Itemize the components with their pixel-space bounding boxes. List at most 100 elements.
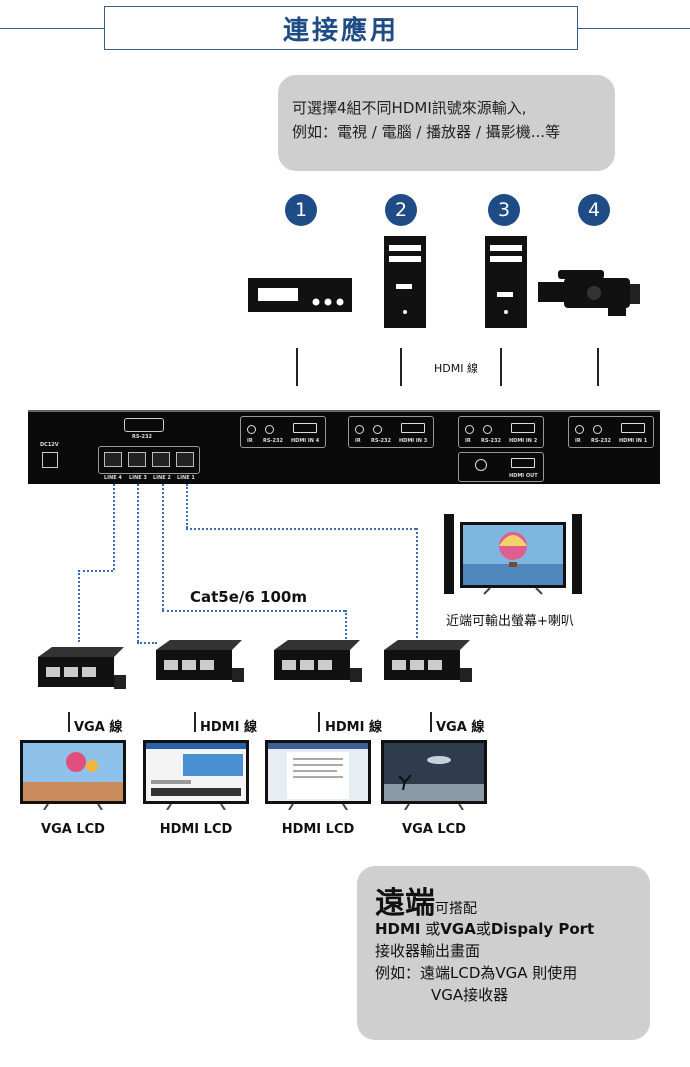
- line-label-1: LINE 1: [177, 475, 195, 481]
- input-group-4: IR RS-232 HDMI IN 4: [240, 416, 326, 448]
- bottom-note-or-1: 或: [420, 920, 441, 938]
- lcd-display-landscape-icon: [381, 740, 487, 810]
- rs232-jack: [483, 425, 492, 434]
- hdmi-cable-rx-3: [318, 712, 320, 732]
- display-label-4: VGA LCD: [402, 822, 466, 837]
- display-label-2: HDMI LCD: [159, 822, 233, 837]
- title-divider-left: [0, 28, 104, 29]
- bottom-note-line-4: 例如：遠端LCD為VGA 則使用: [375, 964, 578, 982]
- audio-out-port: [475, 459, 487, 471]
- cat-cable-line4-v1: [113, 484, 115, 570]
- dc-power-label: DC12V: [40, 442, 59, 448]
- hdmi-in-label: HDMI IN 3: [399, 438, 428, 444]
- rj45-port-line-4: [104, 452, 122, 467]
- cat-cable-line2-h: [162, 610, 345, 612]
- rs232-port: [124, 418, 164, 432]
- local-output-label: 近端可輸出螢幕+喇叭: [446, 614, 574, 629]
- dc-power-port: [42, 452, 58, 468]
- hdmi-in-label: HDMI IN 2: [509, 438, 538, 444]
- rj45-port-line-3: [128, 452, 146, 467]
- rs232-jack: [265, 425, 274, 434]
- hdmi-out-port: [511, 458, 535, 468]
- cat-cable-line4-h: [78, 570, 113, 572]
- receiver-cable-label-4: VGA 線: [436, 720, 485, 735]
- display-label-1: VGA LCD: [41, 822, 105, 837]
- hdmi-cable-1: [296, 348, 298, 386]
- receiver-icon: [384, 640, 472, 682]
- vga-cable-1: [68, 712, 70, 732]
- pc-tower-icon: [384, 236, 426, 328]
- bottom-note-vga: VGA: [440, 920, 476, 938]
- hdmi-cable-label: HDMI 線: [434, 362, 478, 375]
- rs232-label: RS-232: [263, 438, 283, 444]
- rs232-label: RS-232: [481, 438, 501, 444]
- ir-port: [575, 425, 584, 434]
- video-camera-icon: [538, 270, 640, 316]
- rs232-jack: [593, 425, 602, 434]
- page-title: 連接應用: [282, 15, 399, 46]
- hdmi-in-2-port: [511, 423, 535, 433]
- ir-label: IR: [465, 438, 471, 444]
- bottom-note-hdmi: HDMI: [375, 920, 421, 938]
- lcd-display-balloon-icon: [20, 740, 126, 810]
- source-number-1: 1: [285, 194, 317, 226]
- rs232-label: RS-232: [591, 438, 611, 444]
- receiver-icon: [38, 647, 126, 689]
- bottom-note-line-3: 接收器輸出畫面: [375, 942, 481, 960]
- input-group-2: IR RS-232 HDMI IN 2: [458, 416, 544, 448]
- source-number-4: 4: [578, 194, 610, 226]
- line-label-3: LINE 3: [129, 475, 147, 481]
- receiver-icon: [156, 640, 244, 682]
- top-note-line-1: 可選擇4組不同HDMI訊號來源輸入,: [292, 99, 527, 117]
- receiver-icon: [274, 640, 362, 682]
- receiver-cable-label-3: HDMI 線: [325, 720, 382, 735]
- input-group-3: IR RS-232 HDMI IN 3: [348, 416, 434, 448]
- ir-port: [355, 425, 364, 434]
- cat-cable-line4-v2: [78, 570, 80, 642]
- hdmi-cable-4: [597, 348, 599, 386]
- cat-cable-label: Cat5e/6 100m: [190, 588, 307, 606]
- cat-cable-line2-v1: [162, 484, 164, 610]
- lcd-display-website-icon: [143, 740, 249, 810]
- ir-port: [247, 425, 256, 434]
- set-top-box-icon: [248, 278, 352, 312]
- input-group-1: IR RS-232 HDMI IN 1: [568, 416, 654, 448]
- hdmi-cable-3: [500, 348, 502, 386]
- hdmi-cable-2: [400, 348, 402, 386]
- cat-cable-line3-v: [137, 484, 139, 642]
- hdmi-in-4-port: [293, 423, 317, 433]
- rs232-label: RS-232: [132, 434, 152, 440]
- hdmi-in-label: HDMI IN 1: [619, 438, 648, 444]
- bottom-note-big-suffix: 可搭配: [435, 901, 477, 917]
- hdmi-cable-rx-2: [194, 712, 196, 732]
- cat-cable-line3-h: [137, 642, 157, 644]
- receiver-cable-label-1: VGA 線: [74, 720, 123, 735]
- title-divider-right: [578, 28, 690, 29]
- ir-label: IR: [247, 438, 253, 444]
- cat-cable-line2-v2: [345, 610, 347, 642]
- rj45-port-line-1: [176, 452, 194, 467]
- rj45-port-group: [98, 446, 200, 474]
- line-label-4: LINE 4: [104, 475, 122, 481]
- hdmi-out-group: HDMI OUT: [458, 452, 544, 482]
- line-label-2: LINE 2: [153, 475, 171, 481]
- local-tv-speakers-icon: [444, 514, 582, 595]
- cat-cable-line1-v2: [416, 528, 418, 642]
- bottom-note-displayport: Dispaly Port: [490, 920, 595, 938]
- receiver-cable-label-2: HDMI 線: [200, 720, 257, 735]
- top-note-line-2: 例如：電視 / 電腦 / 播放器 / 攝影機...等: [292, 123, 561, 141]
- hdmi-out-label: HDMI OUT: [509, 473, 538, 479]
- bottom-note-bubble: 遠端可搭配 HDMI 或VGA或Dispaly Port 接收器輸出畫面 例如：…: [357, 866, 650, 1040]
- display-label-3: HDMI LCD: [281, 822, 355, 837]
- ir-label: IR: [575, 438, 581, 444]
- bottom-note-heading: 遠端可搭配: [375, 878, 477, 922]
- top-note-bubble: 可選擇4組不同HDMI訊號來源輸入, 例如：電視 / 電腦 / 播放器 / 攝影…: [278, 75, 615, 171]
- section-title-box: 連接應用: [104, 6, 578, 50]
- ir-label: IR: [355, 438, 361, 444]
- hdmi-in-label: HDMI IN 4: [291, 438, 320, 444]
- rs232-label: RS-232: [371, 438, 391, 444]
- lcd-display-document-icon: [265, 740, 371, 810]
- bottom-note-line-2: HDMI 或VGA或Dispaly Port: [375, 918, 594, 939]
- bottom-note-or-2: 或: [475, 920, 491, 938]
- source-number-2: 2: [385, 194, 417, 226]
